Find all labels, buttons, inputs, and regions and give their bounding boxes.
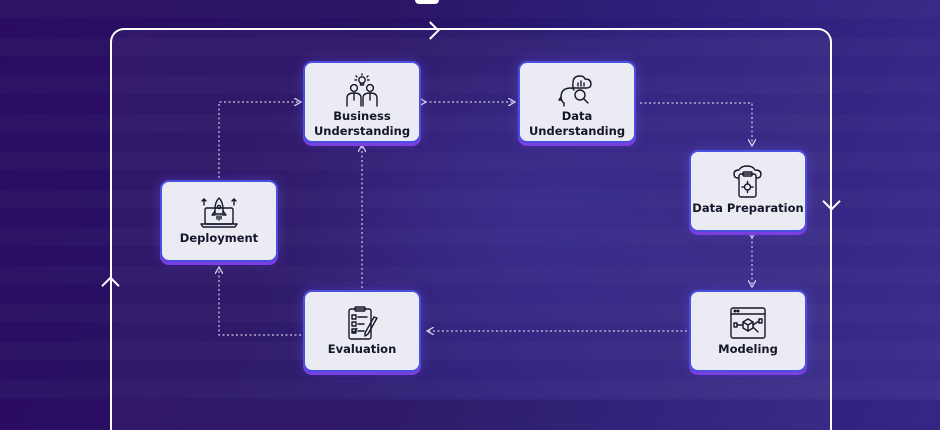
laptop-rocket-icon	[200, 197, 238, 228]
node-data-understanding[interactable]: Data Understanding	[518, 61, 636, 143]
checklist-pencil-icon	[348, 306, 378, 340]
title-fragment	[415, 0, 439, 4]
model-browser-cube-icon	[730, 307, 766, 339]
node-label: Deployment	[179, 231, 259, 245]
node-label: Data Understanding	[528, 109, 626, 138]
node-evaluation[interactable]: Evaluation	[303, 290, 421, 372]
connector-layer	[0, 0, 940, 336]
node-label: Modeling	[718, 342, 778, 356]
connector-deploy-business	[218, 102, 300, 178]
node-label: Evaluation	[327, 342, 397, 356]
data-analysis-head-icon	[558, 75, 592, 107]
cloud-clipboard-gear-icon	[733, 165, 762, 198]
node-modeling[interactable]: Modeling	[689, 290, 807, 372]
connector-data-prep	[640, 102, 752, 145]
node-deployment[interactable]: Deployment	[160, 180, 278, 262]
node-data-preparation[interactable]: Data Preparation	[689, 150, 807, 232]
connector-eval-deploy	[219, 268, 301, 336]
node-business-understanding[interactable]: Business Understanding	[303, 61, 421, 143]
business-team-idea-icon	[346, 73, 378, 107]
node-label: Business Understanding	[313, 109, 411, 138]
node-label: Data Preparation	[692, 201, 804, 215]
